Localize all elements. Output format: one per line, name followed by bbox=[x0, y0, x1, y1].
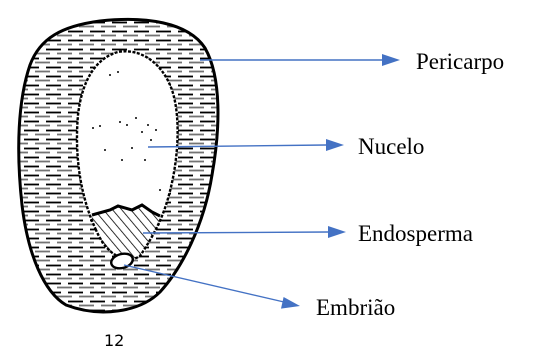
label-embryo: Embrião bbox=[316, 295, 395, 320]
label-endosperm: Endosperma bbox=[358, 221, 473, 246]
label-nucellus: Nucelo bbox=[358, 134, 424, 159]
arrow-pericarp bbox=[200, 54, 400, 66]
figure-number: 12 bbox=[104, 331, 124, 350]
label-pericarp: Pericarpo bbox=[416, 49, 504, 74]
